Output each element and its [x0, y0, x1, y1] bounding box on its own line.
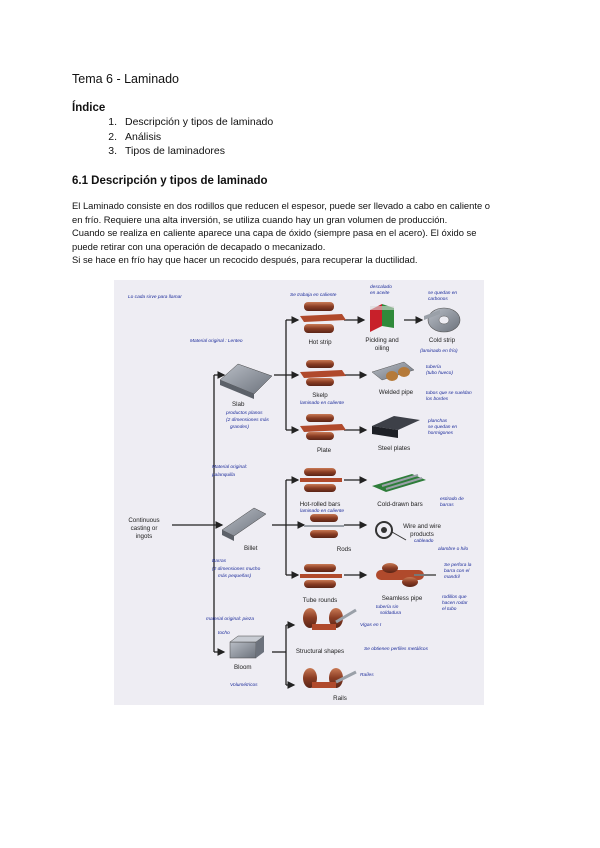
note-slab-desc-3: grandes) [230, 424, 249, 430]
note-seamless-sub-2: soldadura [380, 610, 401, 616]
label-rails: Rails [333, 695, 347, 702]
label-slab: Slab [232, 401, 245, 408]
label-wire-2: products [410, 531, 434, 538]
note-descaled-2: en aceite [370, 290, 390, 296]
bloom-illustration [229, 635, 265, 659]
label-cold-strip: Cold strip [429, 337, 456, 344]
note-mandrel-1: rodillos que [442, 594, 467, 600]
cold-drawn-bars [372, 474, 426, 492]
label-continuous-2: casting or [131, 525, 158, 532]
note-billet-desc-2: (2 dimensiones mucho [212, 566, 261, 572]
steel-plates [372, 416, 420, 438]
toc-item: 3.Tipos de laminadores [108, 145, 225, 157]
flow-lines [172, 316, 424, 689]
note-pipe-2: (tubo hueco) [426, 370, 453, 376]
note-slab-origin: Material original : Lenteo [190, 338, 243, 344]
label-pickling-2: oiling [375, 345, 390, 352]
label-plate: Plate [317, 447, 332, 454]
note-cold-bars-2: barras [440, 502, 454, 508]
hot-strip-rolls [300, 302, 346, 333]
rods-rolls [304, 514, 344, 538]
label-structural-shapes: Structural shapes [296, 648, 344, 655]
note-pipe2: tubos que se sueldan [426, 390, 472, 396]
label-continuous-3: ingots [136, 533, 153, 540]
paragraph-line: en frío. Requiere una alta inversión, se… [72, 213, 448, 225]
body-paragraph: El Laminado consiste en dos rodillos que… [72, 199, 532, 267]
label-hot-strip: Hot strip [308, 339, 332, 346]
note-descaled-1: descalado [370, 284, 392, 290]
note-plate-2: se quedan en [428, 424, 457, 430]
note-billet-origin-2: palanquilla [211, 472, 235, 478]
label-welded-pipe: Welded pipe [379, 389, 414, 396]
note-cold-strip-sub: (laminado en frío) [420, 348, 458, 354]
note-wire: alambre o hilo [438, 546, 468, 552]
pickling-tanks [370, 304, 394, 332]
note-billet-desc-3: más pequeñas) [218, 573, 251, 579]
note-seamless-1: Se perfora la [444, 562, 472, 568]
note-plate-1: planchas [427, 418, 448, 424]
label-pickling-1: Pickling and [365, 337, 399, 344]
note-hot-bars-sub: laminado en caliente [300, 508, 344, 514]
label-steel-plates: Steel plates [378, 445, 410, 452]
paragraph-line: puede retirar con una operación de decap… [72, 240, 326, 252]
paragraph-line: El Laminado consiste en dos rodillos que… [72, 200, 490, 211]
note-billet-desc-1: Barras [212, 558, 227, 564]
note-slab-desc-2: (2 dimensiones más [226, 417, 270, 423]
label-hot-rolled-bars: Hot-rolled bars [300, 501, 341, 508]
note-plate-3: hormigones [428, 430, 454, 436]
table-of-contents: 1.Descripción y tipos de laminado 2.Anál… [72, 116, 273, 160]
toc-item: 1.Descripción y tipos de laminado [108, 116, 274, 128]
label-bloom: Bloom [234, 664, 252, 671]
label-skelp: Skelp [312, 392, 328, 399]
note-cold-bars-1: estirado de [440, 496, 464, 502]
note-mandrel-2: hacen rodar [442, 600, 468, 606]
welded-pipe [371, 361, 415, 381]
note-wire-sub: cableado [414, 538, 434, 544]
index-heading: Índice [72, 102, 106, 114]
note-mandrel-3: el tubo [442, 606, 457, 612]
rolling-process-diagram: Continuous casting or ingots Slab Billet… [114, 280, 484, 705]
label-billet: Billet [244, 545, 258, 552]
note-seamless-2: barra con el [444, 568, 470, 574]
structural-shapes-rolls [303, 608, 357, 630]
note-billet-origin-1: Material original: [212, 464, 248, 470]
wire-products [375, 521, 407, 541]
note-bloom-origin-2: tocho [218, 630, 230, 636]
note-seamless-sub-1: tubería sin [376, 604, 399, 610]
note-bloom-desc: Volumétricos [230, 682, 258, 688]
slab-illustration [219, 363, 273, 399]
note-hot-work: Se trabaja en caliente [290, 292, 337, 298]
note-pipe2-b: los bordes [426, 396, 449, 402]
note-cold-rolled-2: carbonos [428, 296, 448, 302]
paragraph-line: Cuando se realiza en caliente aparece un… [72, 227, 477, 239]
paragraph-line: Si se hace en frío hay que hacer un reco… [72, 254, 418, 266]
label-cold-drawn-bars: Cold-drawn bars [377, 501, 422, 508]
tube-rounds-rolls [300, 564, 342, 588]
note-slab-desc-1: productos planos [225, 410, 263, 416]
hot-rolled-bars-rolls [300, 468, 342, 492]
section-heading: 6.1 Descripción y tipos de laminado [72, 175, 268, 187]
cold-strip-coil [424, 307, 461, 333]
document-title: Tema 6 - Laminado [72, 72, 180, 86]
note-cold-rolled-1: se quedan en [428, 290, 457, 296]
label-wire-1: Wire and wire [403, 523, 441, 530]
skelp-rolls [300, 360, 346, 386]
toc-item: 2.Análisis [108, 130, 162, 143]
note-top-left: Lo cada sirve para llamar [128, 294, 182, 300]
plate-rolls [300, 414, 346, 440]
seamless-pipe [376, 563, 436, 587]
note-seamless-3: mandril [444, 574, 461, 580]
note-profiles: Se obtienen perfiles metálicos [364, 646, 429, 652]
label-rods: Rods [337, 546, 351, 553]
note-rails: Raíles [360, 672, 374, 678]
label-seamless-pipe: Seamless pipe [382, 595, 423, 602]
note-skelp-sub: laminado en caliente [300, 400, 344, 406]
label-continuous-1: Continuous [128, 517, 159, 524]
label-tube-rounds: Tube rounds [303, 597, 338, 604]
note-ibeam: Vigas en I [360, 622, 382, 628]
note-bloom-origin-1: material original: pieza [206, 616, 254, 622]
note-pipe-1: tubería [426, 364, 441, 370]
rails-rolls [303, 668, 357, 688]
billet-illustration [221, 507, 267, 541]
